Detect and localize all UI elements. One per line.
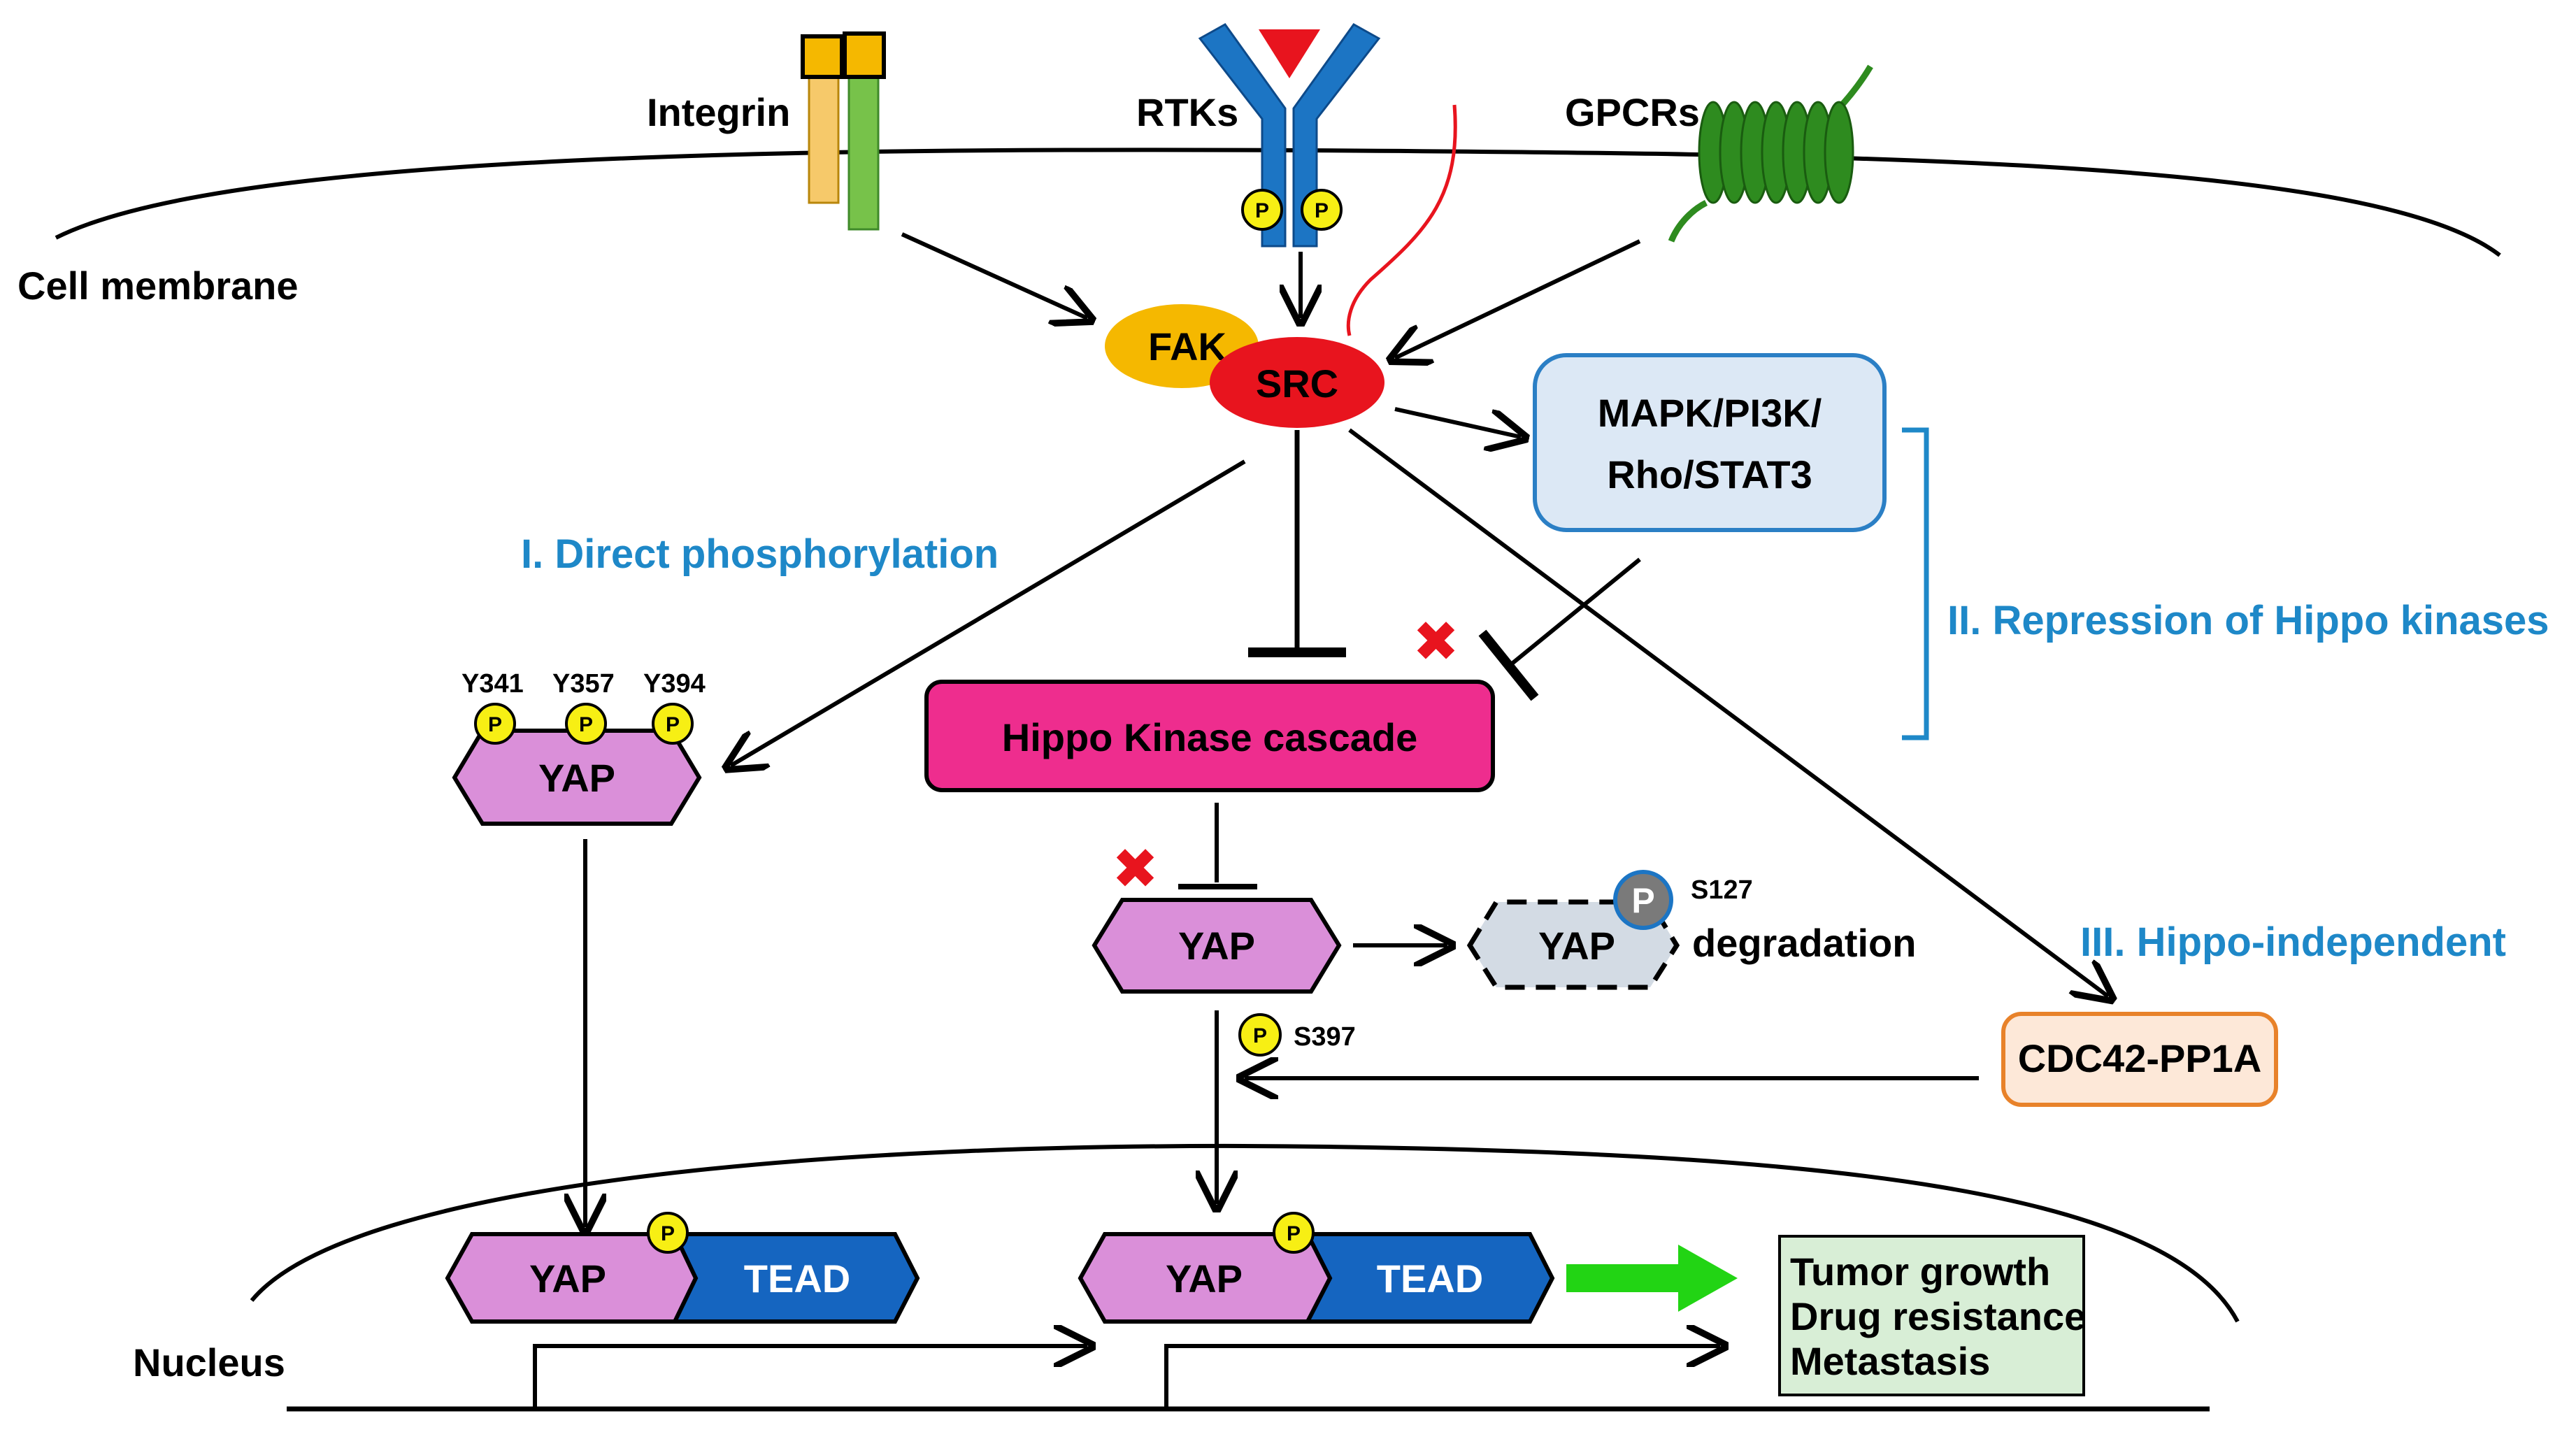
arrow-src-yap-direct [731,459,1246,766]
svg-text:YAP: YAP [1178,924,1255,968]
block-x-icon: ✖ [1412,610,1459,673]
outcome-box [1778,1235,2085,1396]
gpcrs-label: GPCRs [1565,90,1700,134]
svg-text:P: P [1287,1222,1301,1245]
outcome-arrow [1566,1245,1738,1312]
svg-text:P: P [579,713,593,736]
src-label: SRC [1256,362,1338,406]
svg-text:YAP: YAP [529,1257,606,1301]
red-connector [1346,104,1457,336]
yap-tead-complex-center: YAP TEAD P [1078,1212,1555,1324]
yap-direct-node: YAP P P P [452,703,702,826]
transcription-arrow-right [1164,1346,1720,1409]
mapk-label-line1: MAPK/PI3K/ [1598,391,1822,435]
src-node [1210,337,1384,428]
svg-text:P: P [1253,1024,1267,1047]
hippo-kinase-box [924,680,1495,792]
cdc42-box [2001,1012,2278,1107]
gpcr-receptor [1668,64,1873,243]
svg-text:YAP: YAP [1166,1257,1243,1301]
mapk-label-line2: Rho/STAT3 [1607,452,1812,496]
outcome-drug-resistance: Drug resistance [1790,1294,2086,1338]
arrow-src-cdc42 [1348,428,2108,996]
site-y341: Y341 [461,669,524,699]
block-x-icon-2: ✖ [1112,838,1159,900]
inhibit-mapk-hippo-bar [1478,629,1539,701]
svg-text:P: P [661,1222,675,1245]
site-y394: Y394 [643,669,706,699]
yap-degraded-node: YAP P [1466,870,1680,990]
rtks-label: RTKs [1136,90,1238,134]
pathway-independent-label: III. Hippo-independent [2080,919,2506,965]
cdc42-label: CDC42-PP1A [2018,1036,2262,1080]
transcription-arrow-left [533,1346,1087,1409]
svg-text:P: P [666,713,680,736]
pathway-direct-label: I. Direct phosphorylation [521,531,999,577]
svg-text:P: P [1255,199,1269,222]
svg-text:TEAD: TEAD [1377,1257,1483,1301]
outcome-metastasis: Metastasis [1790,1339,1990,1383]
nucleus-label: Nucleus [133,1340,285,1384]
phospho-s397 [1238,1013,1282,1057]
arrow-integrin-src [901,232,1087,318]
svg-text:P: P [1631,881,1654,920]
outcome-tumor-growth: Tumor growth [1790,1250,2050,1294]
svg-text:YAP: YAP [1538,924,1615,968]
repression-bracket [1902,427,1929,740]
site-s397: S397 [1294,1022,1356,1052]
nuclear-membrane-line [250,1143,2240,1323]
hippo-kinase-label: Hippo Kinase cascade [1002,715,1417,759]
svg-text:P: P [488,713,502,736]
arrow-gpcr-src [1395,239,1641,358]
degradation-label: degradation [1692,921,1916,965]
yap-center-node: YAP [1092,898,1342,994]
yap-tead-complex-left: YAP TEAD P [445,1212,920,1324]
svg-text:P: P [1315,199,1329,222]
rtk-receptor: P P [1198,23,1381,248]
integrin-receptor [801,31,886,231]
fak-label: FAK [1148,324,1226,368]
pathway-repression-label: II. Repression of Hippo kinases [1947,598,2549,643]
svg-text:TEAD: TEAD [744,1257,850,1301]
svg-text:YAP: YAP [538,756,615,800]
integrin-label: Integrin [647,90,790,134]
site-y357: Y357 [552,669,615,699]
cell-membrane-label: Cell membrane [17,264,299,308]
inhibit-mapk-hippo [1505,557,1641,670]
arrow-src-mapk [1394,407,1521,437]
mapk-box [1533,353,1887,532]
site-s127: S127 [1691,875,1753,905]
